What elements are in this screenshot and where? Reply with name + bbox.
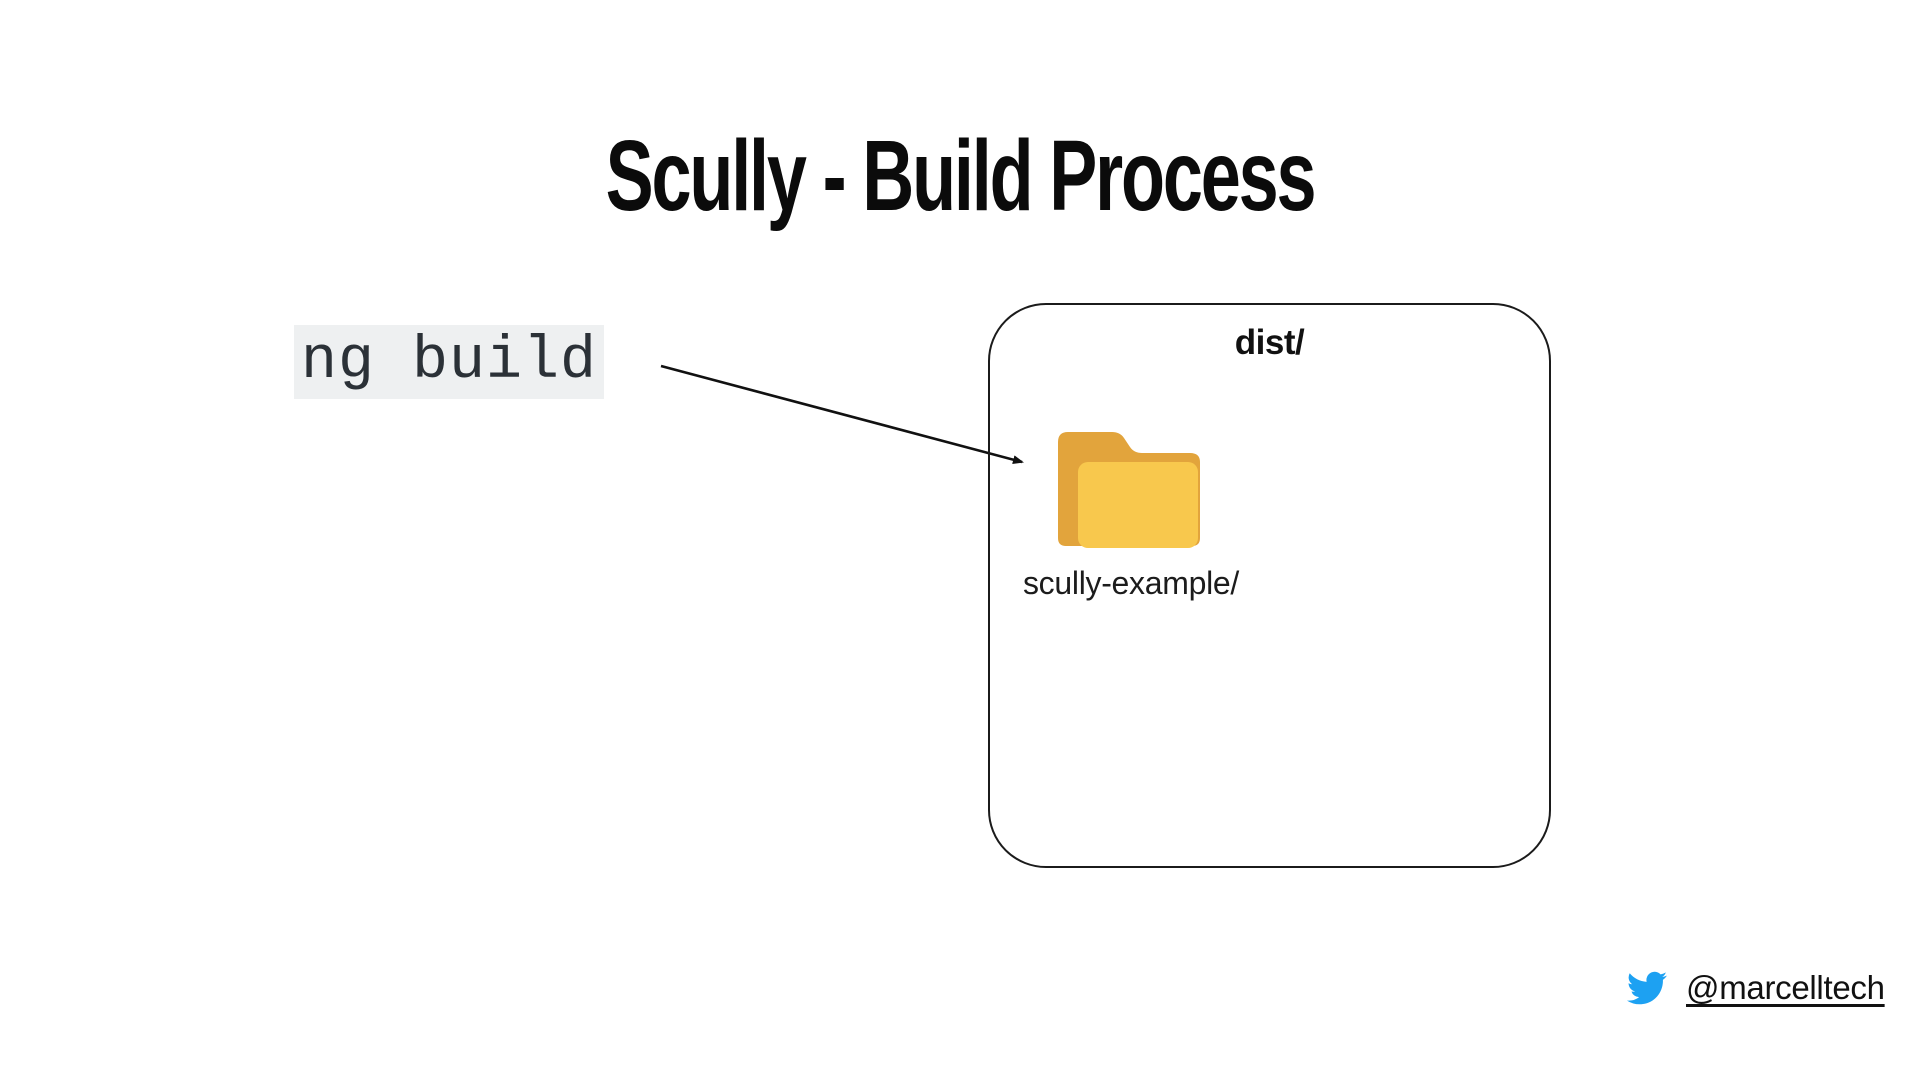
twitter-footer: @marcelltech — [1623, 968, 1885, 1008]
command-text: ng build — [301, 328, 598, 396]
slide-title: Scully - Build Process — [605, 120, 1317, 232]
folder-label: scully-example/ — [1022, 565, 1240, 601]
folder-item-scully-example: scully-example/ — [1021, 425, 1241, 602]
dist-box-label: dist/ — [1234, 323, 1305, 362]
ng-build-command-chip: ng build — [294, 325, 605, 399]
folder-icon — [1058, 432, 1200, 548]
twitter-bird-icon — [1627, 971, 1667, 1005]
dist-folder-box: dist/ — [988, 303, 1551, 868]
twitter-handle-link[interactable]: @marcelltech — [1686, 969, 1885, 1006]
